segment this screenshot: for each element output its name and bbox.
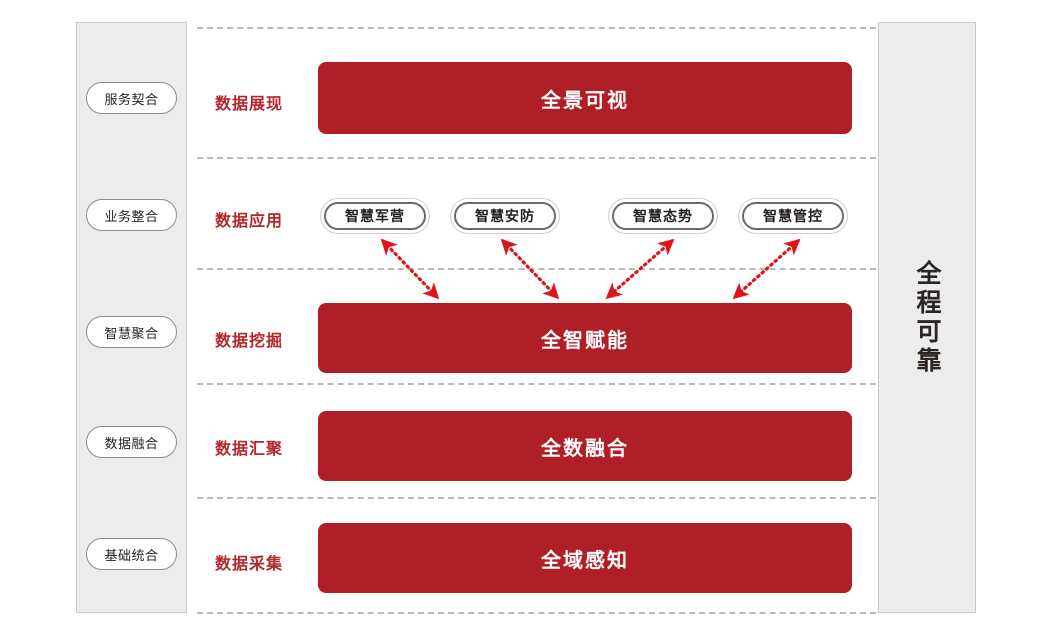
layer-separator-4 [197, 497, 876, 499]
layer-separator-1 [197, 157, 876, 159]
application-pill-2[interactable]: 智慧态势 [608, 198, 718, 234]
row-label-data-aggregation: 数据汇聚 [215, 441, 284, 458]
application-pill-inner: 智慧军营 [324, 202, 426, 230]
capability-bar-data-mining[interactable]: 全智赋能 [318, 303, 852, 373]
application-pill-inner: 智慧管控 [742, 202, 844, 230]
application-pill-1[interactable]: 智慧安防 [450, 198, 560, 234]
capability-pill-4[interactable]: 基础统合 [86, 538, 177, 570]
row-label-data-application: 数据应用 [215, 213, 284, 230]
capability-bar-data-aggregation[interactable]: 全数融合 [318, 411, 852, 481]
capability-pill-0[interactable]: 服务契合 [86, 82, 177, 114]
layer-separator-2 [197, 268, 876, 270]
capability-pill-label: 智慧聚合 [104, 325, 159, 341]
capability-bar-data-collection[interactable]: 全域感知 [318, 523, 852, 593]
capability-pill-label: 业务整合 [104, 208, 159, 224]
application-pill-label: 智慧管控 [763, 208, 823, 224]
application-pill-label: 智慧态势 [633, 208, 693, 224]
application-pill-inner: 智慧安防 [454, 202, 556, 230]
capability-bar-data-presentation[interactable]: 全景可视 [318, 62, 852, 134]
application-pill-label: 智慧军营 [345, 208, 405, 224]
application-pill-label: 智慧安防 [475, 208, 535, 224]
capability-pill-label: 服务契合 [104, 91, 159, 107]
capability-bar-label: 全景可视 [541, 89, 629, 112]
application-pill-0[interactable]: 智慧军营 [320, 198, 430, 234]
capability-pill-label: 数据融合 [104, 435, 159, 451]
application-pill-inner: 智慧态势 [612, 202, 714, 230]
application-pill-3[interactable]: 智慧管控 [738, 198, 848, 234]
reliability-label: 全程可靠 [913, 259, 941, 376]
capability-pill-1[interactable]: 业务整合 [86, 199, 177, 231]
capability-bar-label: 全智赋能 [541, 329, 629, 352]
layer-separator-0 [197, 27, 876, 29]
capability-pill-3[interactable]: 数据融合 [86, 426, 177, 458]
layer-separator-5 [197, 612, 876, 614]
row-label-data-collection: 数据采集 [215, 556, 284, 573]
row-label-data-mining: 数据挖掘 [215, 333, 284, 350]
capability-bar-label: 全数融合 [541, 437, 629, 460]
capability-pill-label: 基础统合 [104, 547, 159, 563]
row-label-data-presentation: 数据展现 [215, 96, 284, 113]
capability-pill-2[interactable]: 智慧聚合 [86, 316, 177, 348]
reliability-panel: 全程可靠 [878, 22, 976, 613]
layer-separator-3 [197, 383, 876, 385]
capability-bar-label: 全域感知 [541, 549, 629, 572]
